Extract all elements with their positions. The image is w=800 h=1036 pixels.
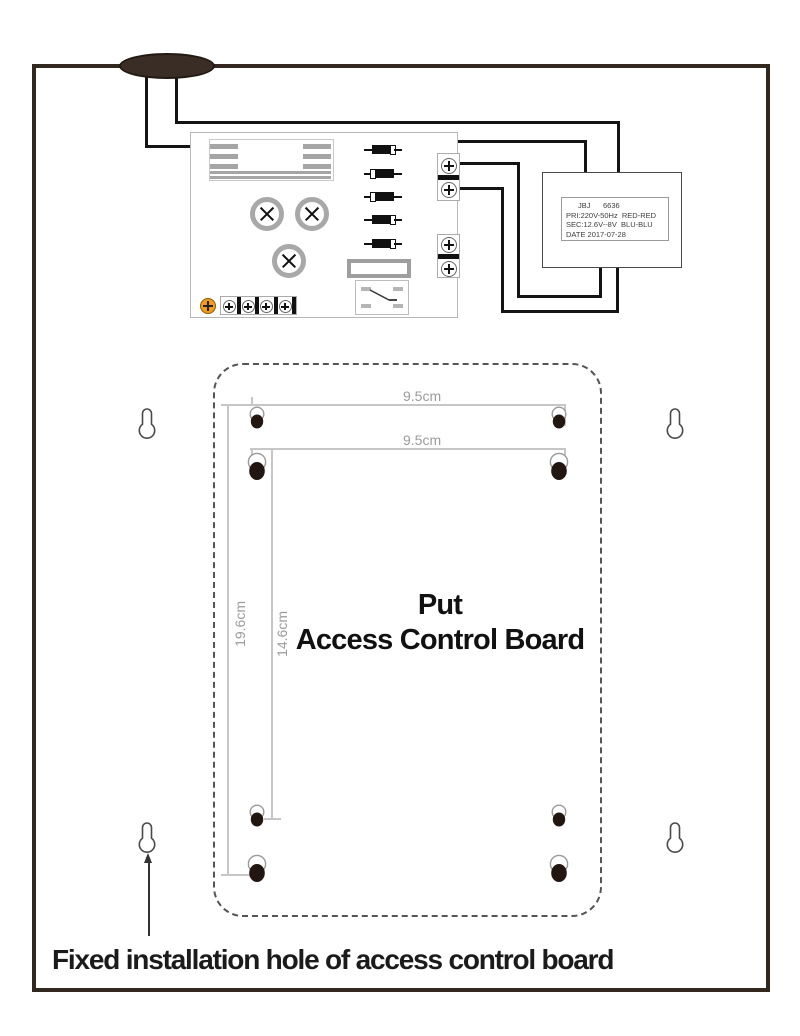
relay-outline [355, 280, 409, 315]
dimension-line-h2 [250, 448, 566, 450]
wire-segment [145, 72, 148, 148]
heatsink-fin [303, 154, 331, 159]
wire-segment [517, 295, 602, 298]
terminal-screw [222, 300, 236, 313]
heatsink-fin [303, 164, 331, 169]
heatsink-rail [210, 176, 331, 179]
diode-icon [364, 238, 402, 249]
heatsink-fin [210, 144, 238, 149]
diode-icon [364, 168, 402, 179]
transformer: JBJ 6636 PRI:220V-50Hz RED-RED SEC:12.6V… [542, 172, 682, 268]
mounting-hole [549, 452, 569, 480]
terminal-screw [278, 300, 292, 313]
terminal-screw [241, 300, 255, 313]
wire-segment [599, 266, 602, 298]
terminal-divider [438, 254, 459, 259]
dimension-label-h2: 9.5cm [403, 432, 442, 448]
placement-instruction: Put Access Control Board [250, 588, 630, 658]
dimension-line-v2 [271, 448, 273, 820]
diode-icon [364, 144, 402, 155]
mounting-hole [551, 804, 567, 827]
terminal-screw [441, 237, 457, 253]
capacitor-icon [295, 197, 329, 231]
transformer-label: JBJ 6636 PRI:220V-50Hz RED-RED SEC:12.6V… [561, 197, 669, 241]
wire-segment [616, 266, 619, 313]
terminal-divider [274, 297, 278, 314]
wire-segment [584, 140, 587, 174]
terminal-screw [441, 158, 457, 174]
dimension-line-v1 [227, 404, 229, 875]
wire-segment [501, 187, 504, 313]
mounting-hole [249, 406, 265, 429]
diode-icon [364, 214, 402, 225]
keyhole-slot [666, 408, 684, 439]
heatsink-fin [210, 164, 238, 169]
mounting-hole [551, 406, 567, 429]
relay-pad [393, 304, 403, 308]
heatsink-fin [210, 154, 238, 159]
terminal-block-dc [437, 234, 460, 278]
wire-segment [458, 162, 520, 165]
wire-segment [458, 140, 587, 143]
arrow-up-icon [144, 853, 152, 863]
dimension-tick [264, 818, 281, 820]
terminal-divider [438, 175, 459, 180]
transformer-primary-spec: PRI:220V-50Hz RED-RED [566, 210, 657, 220]
terminal-screw [259, 300, 273, 313]
terminal-divider [255, 297, 259, 314]
dimension-tick [221, 874, 263, 876]
dimension-label-v1: 19.6cm [232, 601, 248, 647]
keyhole-slot [138, 822, 156, 853]
transformer-date: DATE 2017-07-28 [566, 229, 626, 239]
connector-slot [347, 259, 411, 278]
heatsink-rail [210, 171, 331, 174]
wire-segment [175, 72, 178, 124]
heatsink-fin [303, 144, 331, 149]
keyhole-slot [666, 822, 684, 853]
relay-pad [393, 287, 403, 291]
ground-screw [200, 298, 216, 314]
board-placement-area [213, 363, 602, 917]
dimension-tick [251, 448, 253, 457]
diode-icon [364, 191, 402, 202]
terminal-divider [237, 297, 241, 314]
dimension-line-h1 [221, 404, 566, 406]
cable-gland-ellipse [119, 53, 215, 79]
placement-instruction-line1: Put [417, 589, 463, 621]
caption-text: Fixed installation hole of access contro… [52, 944, 614, 975]
wire-segment [617, 121, 620, 174]
capacitor-icon [272, 244, 306, 278]
mounting-hole [247, 854, 267, 882]
arrow-line [148, 862, 150, 936]
terminal-block-bottom [220, 296, 297, 315]
mounting-hole [549, 854, 569, 882]
keyhole-slot [138, 408, 156, 439]
wire-segment [145, 145, 192, 148]
terminal-divider [292, 297, 296, 314]
wire-segment [517, 162, 520, 298]
dimension-label-h1: 9.5cm [403, 388, 442, 404]
power-board [190, 132, 460, 318]
transformer-secondary-spec: SEC:12.6V--8V BLU-BLU [566, 220, 653, 229]
terminal-screw [441, 261, 457, 277]
mounting-hole [247, 452, 267, 480]
terminal-screw [441, 182, 457, 198]
relay-switch-icon [369, 289, 397, 301]
relay-pad [361, 304, 371, 308]
terminal-block-ac [437, 153, 460, 201]
placement-instruction-line2: Access Control Board [295, 624, 585, 656]
heatsink-block [209, 139, 334, 181]
dimension-tick [251, 397, 253, 406]
wire-segment [501, 310, 619, 313]
capacitor-icon [250, 197, 284, 231]
relay-pad [361, 287, 371, 291]
wire-segment [458, 187, 504, 190]
wire-segment [175, 121, 620, 124]
mounting-hole [249, 804, 265, 827]
transformer-model: JBJ 6636 [578, 201, 620, 210]
